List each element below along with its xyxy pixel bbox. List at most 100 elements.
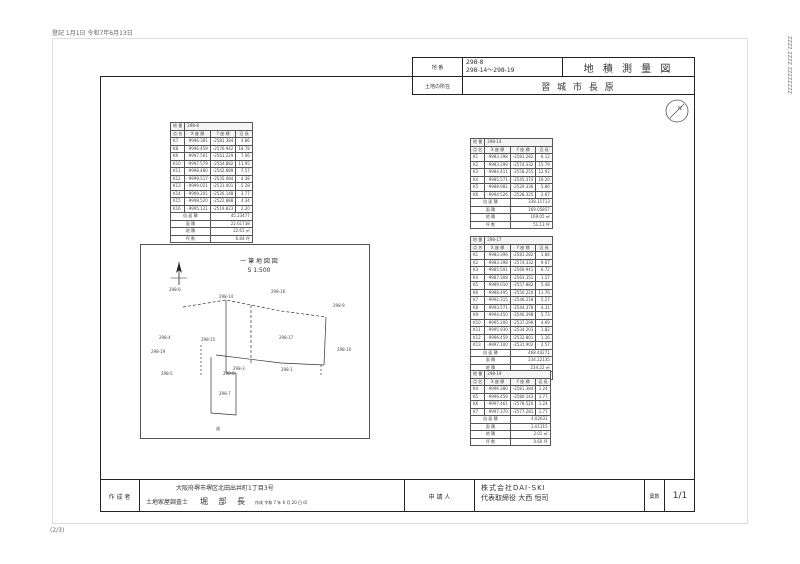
location-value: 習 城 市 長 原	[541, 82, 616, 93]
cell: -9999.517	[184, 174, 211, 183]
cell: K16	[169, 204, 186, 213]
cell: 1.84	[535, 251, 553, 260]
cell: 11.76	[535, 288, 553, 297]
summary-value: 45.23477	[209, 212, 253, 221]
table-header-row: 点 名 X 座 標 Y 座 標 辺 長	[469, 243, 553, 252]
map-label: 298-19	[151, 349, 166, 354]
cell: K6	[469, 190, 486, 199]
cell: 1.16	[535, 333, 553, 342]
summary-label: 坪 数	[470, 220, 511, 229]
location-row: 土地の所在 習 城 市 長 原	[413, 77, 694, 95]
creator-label: 作 成 者	[100, 480, 140, 512]
cell: 4.69	[535, 318, 553, 327]
map-scale: S 1:500	[247, 267, 270, 274]
summary-label: 面 積	[470, 422, 511, 431]
cell: K5	[469, 392, 486, 401]
cell: K3	[469, 266, 486, 275]
cell: -9985.571	[484, 175, 511, 184]
lot-line-1: 298-8	[466, 59, 484, 66]
cell: -2577.281	[509, 407, 537, 416]
cell: 9.67	[535, 258, 553, 267]
summary-label: 坪 数	[470, 437, 511, 446]
cell: K15	[169, 197, 186, 206]
header-x: X 座 標	[484, 243, 511, 252]
lot-numbers: 298-8 298-14～298-19	[463, 58, 563, 76]
cell: -9988.982	[484, 183, 511, 192]
cell: K13	[169, 182, 186, 191]
header-y: Y 座 標	[509, 377, 537, 386]
cell: 5.73	[535, 311, 553, 320]
header-y: Y 座 標	[209, 129, 237, 138]
cell: 5.28	[235, 182, 253, 191]
creator-block: 大阪府堺市堺区北田出井町1丁目3号 土地家屋調査士 堀 部 長 作成 令和 7 …	[140, 480, 405, 512]
cell: K7	[469, 296, 486, 305]
cell: K5	[469, 281, 486, 290]
summary-value: 0.60 坪	[509, 437, 551, 446]
cell: -2554.882	[209, 159, 237, 168]
cell: 1.82	[535, 326, 553, 335]
plot-map-drawing: 一 筆 地 図 図 S 1:500 298-14 298-16 298-19 2…	[151, 257, 352, 431]
cell: 1.77	[535, 392, 551, 401]
caption-label: 地 番	[469, 236, 486, 245]
cell: 15.79	[535, 160, 553, 169]
cell: 4.38	[235, 174, 253, 183]
cell: -9995.121	[184, 204, 211, 213]
cell: K11	[169, 167, 186, 176]
cell: K8	[169, 144, 186, 153]
sheet-value: 1/1	[672, 491, 688, 501]
cell: -2529.336	[509, 183, 537, 192]
header-point: 点 名	[469, 145, 486, 154]
sheet-label: 葉数	[645, 480, 665, 512]
cell: -2535.084	[209, 174, 237, 183]
cell: -2532.801	[509, 333, 537, 342]
header-length: 辺 長	[235, 129, 253, 138]
north-compass-icon: N	[665, 99, 689, 123]
cell: K11	[469, 326, 486, 335]
summary-label: 倍 面 積	[470, 415, 511, 424]
summary-value: 4.02631	[509, 415, 551, 424]
cell: -9996.459	[484, 333, 511, 342]
cell: -9992.315	[484, 296, 511, 305]
cell: -2544.378	[509, 303, 537, 312]
coordinate-table: 地 番 298-17 点 名 X 座 標 Y 座 標 辺 長 K1-9983.3…	[469, 236, 553, 380]
cell: K8	[469, 303, 486, 312]
map-label: 298-5	[161, 371, 173, 376]
page-number: (2/3)	[50, 527, 65, 534]
cell: 5.86	[535, 183, 553, 192]
cell: -2581.282	[509, 251, 537, 260]
cell: -2534.203	[509, 326, 537, 335]
cell: 1.57	[535, 273, 553, 282]
cell: -9996.459	[184, 144, 211, 153]
cell: K5	[469, 183, 486, 192]
cell: K7	[469, 407, 486, 416]
cell: -2581.282	[509, 153, 537, 162]
cell: 16.20	[535, 175, 553, 184]
map-label: 298-8	[223, 371, 235, 376]
scan-border	[52, 38, 748, 524]
cell: 4.31	[535, 303, 553, 312]
cell: -9996.459	[484, 392, 511, 401]
cell: K12	[169, 174, 186, 183]
table-298-19: 地 番 298-19 点 名 X 座 標 Y 座 標 辺 長 K4-9996.3…	[469, 370, 551, 446]
cell: K12	[469, 333, 486, 342]
north-label: N	[678, 106, 682, 112]
cell: -2548.218	[509, 296, 537, 305]
map-label: 298-17	[279, 335, 294, 340]
